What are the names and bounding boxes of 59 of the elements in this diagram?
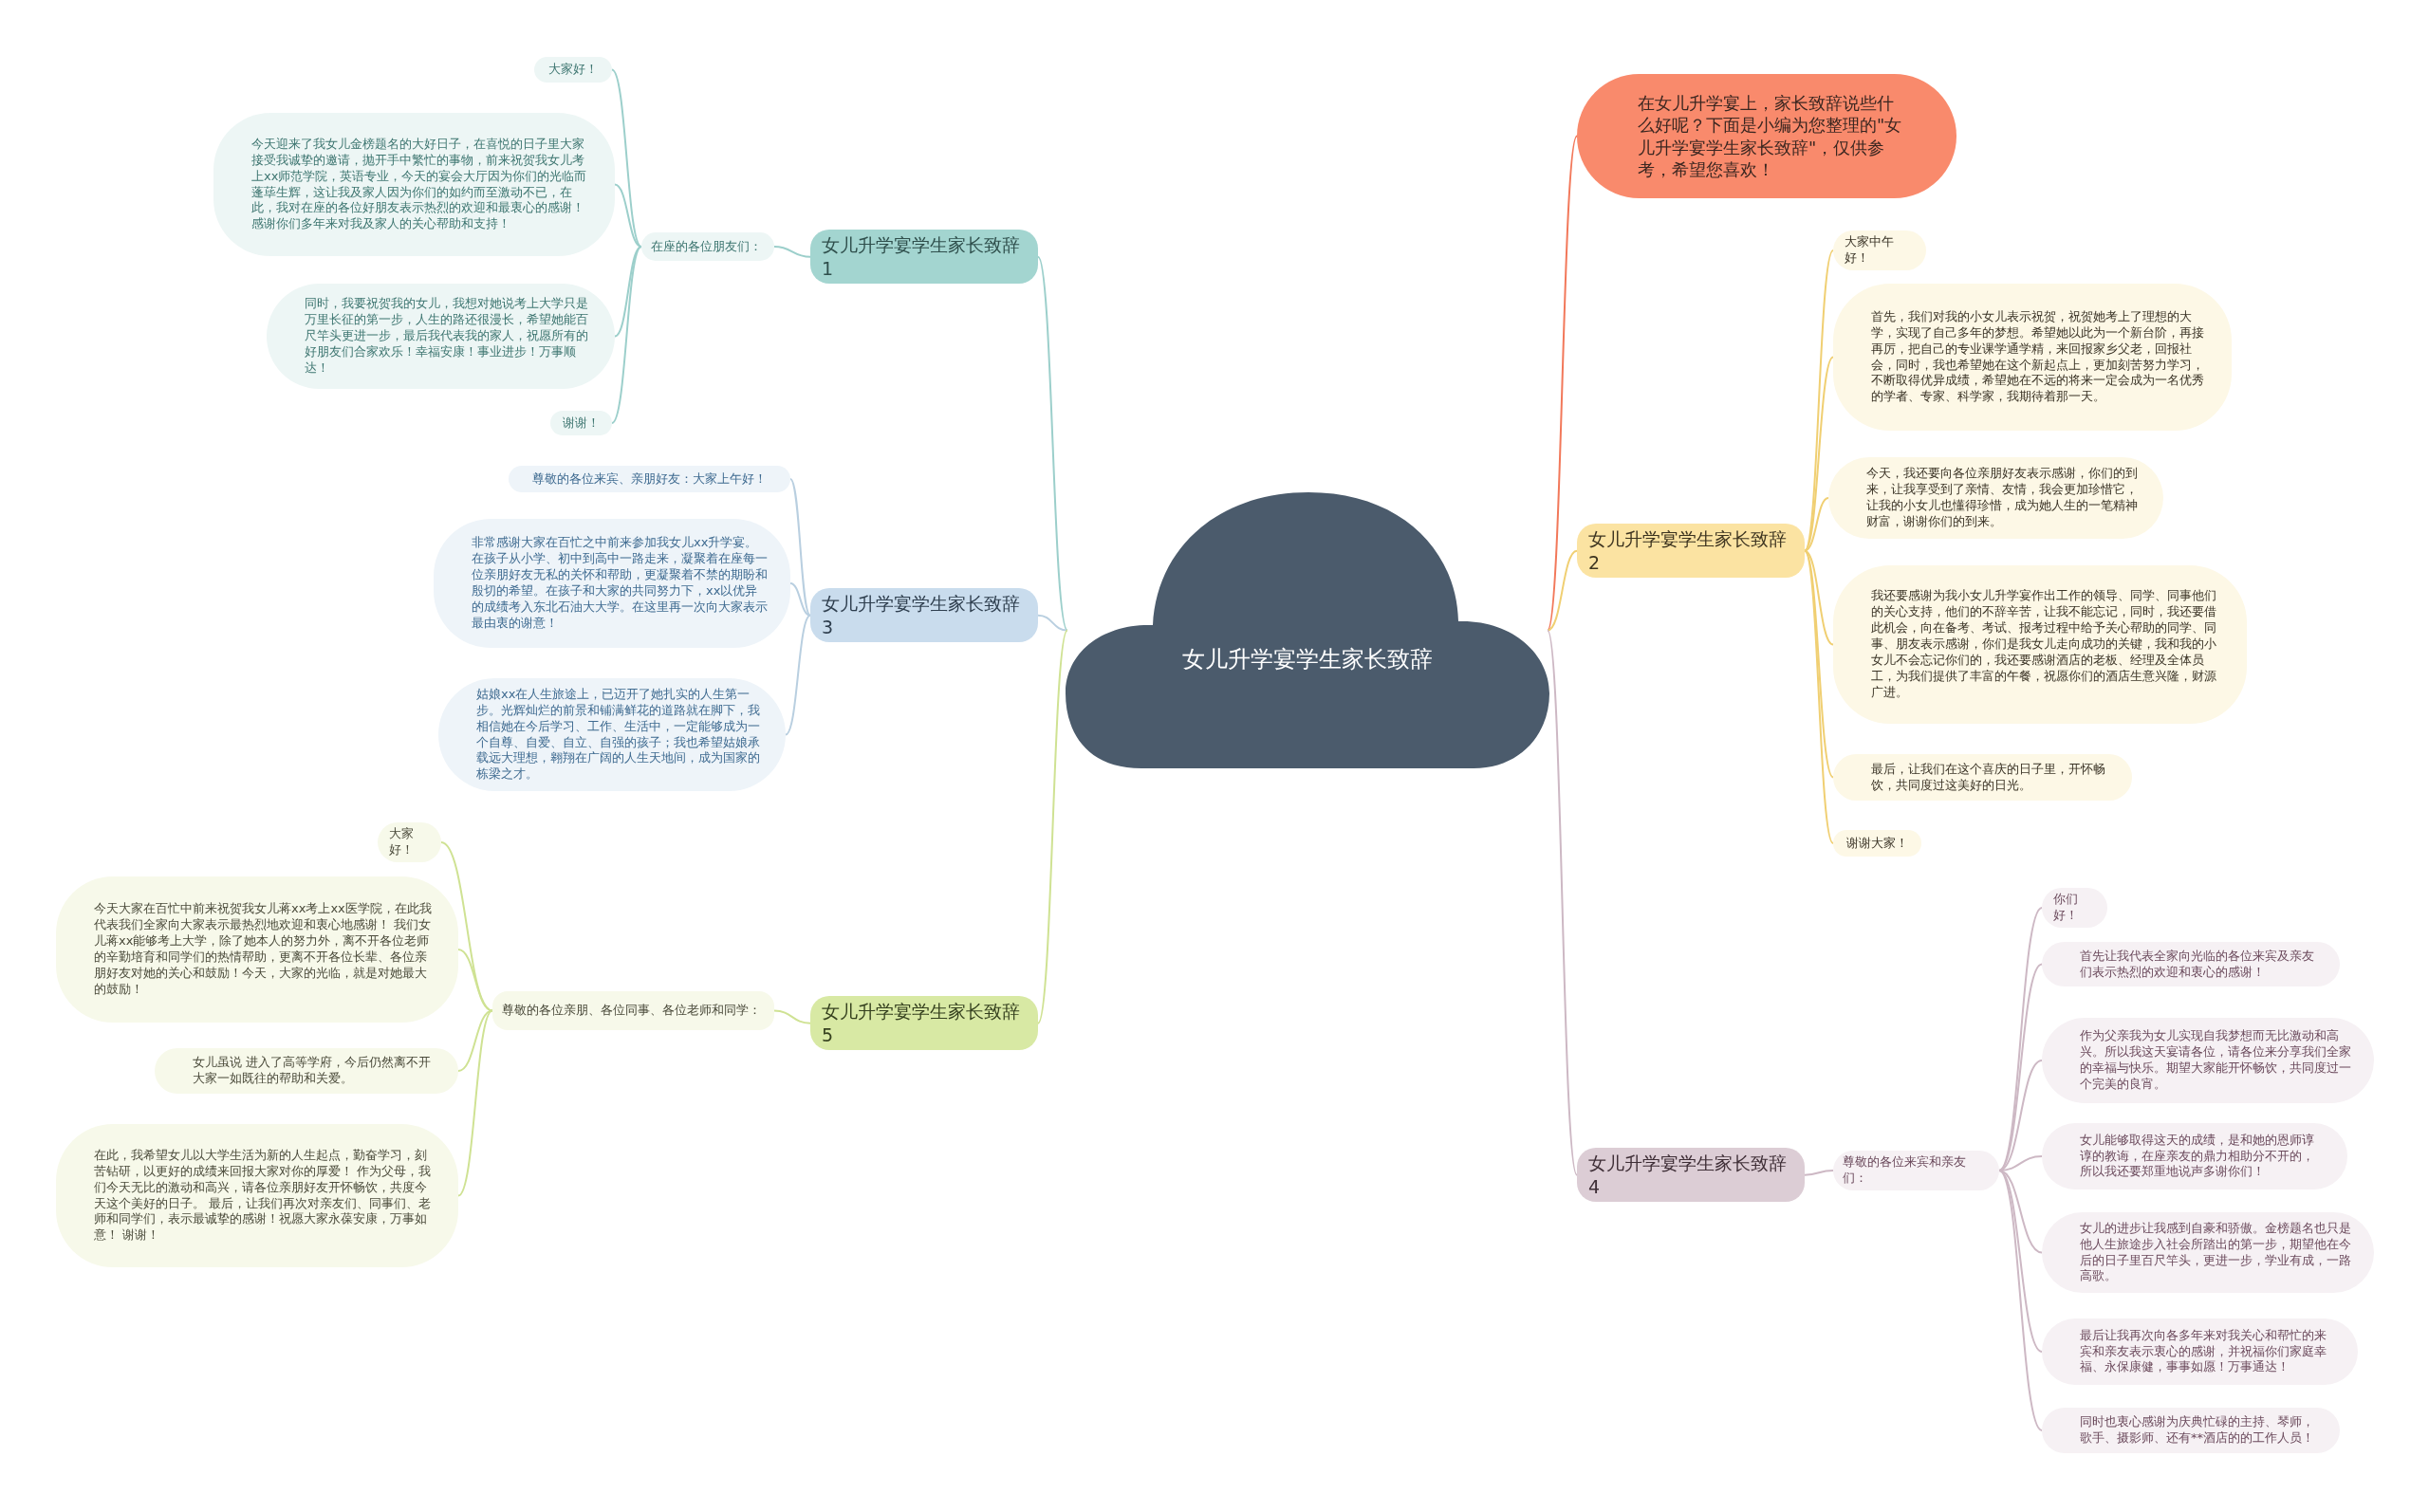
text-bubble: 最后，让我们在这个喜庆的日子里，开怀畅饮，共同度过这美好的日光。 (1833, 754, 2132, 801)
connector-line (1804, 549, 1834, 646)
text-bubble: 谢谢！ (550, 411, 612, 435)
connector-line (457, 1009, 493, 1197)
connector-line (1804, 356, 1834, 552)
topic-box: 女儿升学宴学生家长致辞2 (1577, 524, 1805, 579)
connector-line (457, 949, 493, 1012)
connector-line (789, 582, 811, 617)
text-bubble: 你们好！ (2042, 888, 2107, 928)
connector-line (1037, 614, 1068, 632)
connector-line (785, 614, 811, 736)
text-bubble: 女儿虽说 进入了高等学府，今后仍然离不开大家一如既往的帮助和关爱。 (155, 1048, 458, 1094)
connector-line (1547, 629, 1578, 1176)
cloud-shape (1066, 492, 1549, 768)
topic-box: 女儿升学宴学生家长致辞1 (810, 230, 1038, 285)
connector-line (1804, 497, 1829, 552)
connector-line (773, 246, 811, 258)
text-bubble: 今天大家在百忙中前来祝贺我女儿蒋xx考上xx医学院，在此我代表我们全家向大家表示最热烈地欢迎和衷心地感谢！ 我们女儿蒋xx能够考上大学，除了她本人的努力外，离不开各位老师的辛勤培育和同学们的热情帮助，更离不开各位长辈、各位亲朋好友对她的关心和鼓励！今天，大家的光临，就是对她最大的鼓励！ (56, 876, 458, 1023)
text-bubble: 同时，我要祝贺我的女儿，我想对她说考上大学只是万里长征的第一步，人生的路还很漫长，希望她能百尺竿头更进一步，最后我代表我的家人，祝愿所有的好朋友们合家欢乐！幸福安康！事业进步！万事顺达！ (267, 284, 615, 389)
text-bubble: 在此，我希望女儿以大学生活为新的人生起点，勤奋学习，刻苦钻研，以更好的成绩来回报大家对你的厚爱！ 作为父母，我们今天无比的激动和高兴，请各位亲朋好友开怀畅饮，共度今天这个美好的日子。 最后，让我们再次对亲友们、同事们、老师和同学们，表示最诚挚的感谢！祝愿大家永葆安康，万事如意！ 谢谢！ (56, 1124, 458, 1267)
connector-line (1547, 549, 1578, 632)
connector-line (1998, 963, 2043, 1171)
connector-line (1037, 255, 1068, 632)
text-bubble: 非常感谢大家在百忙之中前来参加我女儿xx升学宴。在孩子从小学、初中到高中一路走来，凝聚着在座每一位亲朋好友无私的关怀和帮助，更凝聚着不禁的期盼和殷切的希望。在孩子和大家的共同努力下，xx以优异的成绩考入东北石油大大学。在这里再一次向大家表示最由衷的谢意！ (434, 519, 790, 648)
central-topic: 女儿升学宴学生家长致辞 (1182, 644, 1433, 674)
text-bubble: 我还要感谢为我小女儿升学宴作出工作的领导、同学、同事他们的关心支持，他们的不辞辛苦，让我不能忘记，同时，我还要借此机会，向在备考、考试、报考过程中给予关心帮助的同学、同事、朋友表示感谢，你们是我女儿走向成功的关键，我和我的小女儿不会忘记你们的，我还要感谢酒店的老板、经理及全体员工，为我们提供了丰富的午餐，祝愿你们的酒店生意兴隆，财源广进。 (1833, 565, 2247, 724)
subtopic-label: 尊敬的各位来宾和亲友们： (1833, 1151, 1999, 1190)
text-bubble: 尊敬的各位来宾、亲朋好友：大家上午好！ (509, 466, 790, 492)
text-bubble: 大家中午好！ (1833, 230, 1926, 270)
connector-line (773, 1009, 811, 1024)
connector-line (789, 478, 811, 617)
topic-box: 女儿升学宴学生家长致辞3 (810, 588, 1038, 643)
text-bubble: 作为父亲我为女儿实现自我梦想而无比激动和高兴。所以我这天宴请各位，请各位来分享我们全家的幸福与快乐。期望大家能开怀畅饮，共同度过一个完美的良宵。 (2042, 1018, 2374, 1103)
connector-line (614, 183, 642, 248)
connector-line (1037, 629, 1068, 1024)
connector-line (611, 68, 642, 248)
text-bubble: 首先让我代表全家向光临的各位来宾及亲友们表示热烈的欢迎和衷心的感谢！ (2042, 942, 2340, 986)
connector-line (1998, 906, 2043, 1171)
connector-line (1547, 135, 1578, 632)
topic-box: 女儿升学宴学生家长致辞5 (810, 996, 1038, 1051)
connector-line (1804, 1169, 1834, 1176)
text-bubble: 女儿能够取得这天的成绩，是和她的恩师谆谆的教诲，在座亲友的鼎力相助分不开的，所以我还要郑重地说声多谢你们！ (2042, 1123, 2347, 1189)
intro-bubble: 在女儿升学宴上，家长致辞说些什么好呢？下面是小编为您整理的"女儿升学宴学生家长致辞"，仅供参考，希望您喜欢！ (1577, 74, 1956, 198)
subtopic-label: 尊敬的各位亲朋、各位同事、各位老师和同学： (492, 991, 774, 1030)
connector-line (1998, 1169, 2043, 1431)
text-bubble: 最后让我再次向各多年来对我关心和帮忙的来宾和亲友表示衷心的感谢，并祝福你们家庭幸福、永保康健，事事如愿！万事通达！ (2042, 1318, 2358, 1385)
text-bubble: 同时也衷心感谢为庆典忙碌的主持、琴师，歌手、摄影师、还有**酒店的的工作人员！ (2042, 1408, 2340, 1453)
subtopic-label: 在座的各位朋友们： (641, 232, 774, 261)
text-bubble: 大家好！ (378, 822, 441, 862)
text-bubble: 大家好！ (534, 57, 612, 83)
text-bubble: 谢谢大家！ (1833, 830, 1921, 857)
text-bubble: 首先，我们对我的小女儿表示祝贺，祝贺她考上了理想的大学，实现了自己多年的梦想。希望她以此为一个新台阶，再接再厉，把自己的专业课学通学精，来回报家乡父老，回报社会，同时，我也希望她在这个新起点上，更加刻苦努力学习，不断取得优异成绩，希望她在不远的将来一定会成为一名优秀的学者、专家、科学家，我期待着那一天。 (1833, 284, 2232, 431)
text-bubble: 女儿的进步让我感到自豪和骄傲。金榜题名也只是他人生旅途步入社会所踏出的第一步，期望他在今后的日子里百尺竿头，更进一步，学业有成，一路高歌。 (2042, 1212, 2374, 1293)
connector-line (611, 246, 642, 424)
topic-box: 女儿升学宴学生家长致辞4 (1577, 1148, 1805, 1203)
text-bubble: 今天，我还要向各位亲朋好友表示感谢，你们的到来，让我享受到了亲情、友情，我会更加珍惜它，让我的小女儿也懂得珍惜，成为她人生的一笔精神财富，谢谢你们的到来。 (1828, 457, 2163, 539)
text-bubble: 姑娘xx在人生旅途上，已迈开了她扎实的人生第一步。光辉灿烂的前景和铺满鲜花的道路就在脚下，我相信她在今后学习、工作、生活中，一定能够成为一个自尊、自爱、自立、自强的孩子；我也希望姑娘承载远大理想，翱翔在广阔的人生天地间，成为国家的栋梁之才。 (438, 678, 786, 791)
connector-line (1804, 549, 1834, 844)
text-bubble: 今天迎来了我女儿金榜题名的大好日子，在喜悦的日子里大家接受我诚挚的邀请，抛开手中繁忙的事物，前来祝贺我女儿考上xx师范学院，英语专业，今天的宴会大厅因为你们的光临而蓬荜生辉，这让我及家人因为你们的如约而至激动不已，在此，我对在座的各位好朋友表示热烈的欢迎和最衷心的感谢！感谢你们多年来对我及家人的关心帮助和支持！ (213, 113, 615, 256)
